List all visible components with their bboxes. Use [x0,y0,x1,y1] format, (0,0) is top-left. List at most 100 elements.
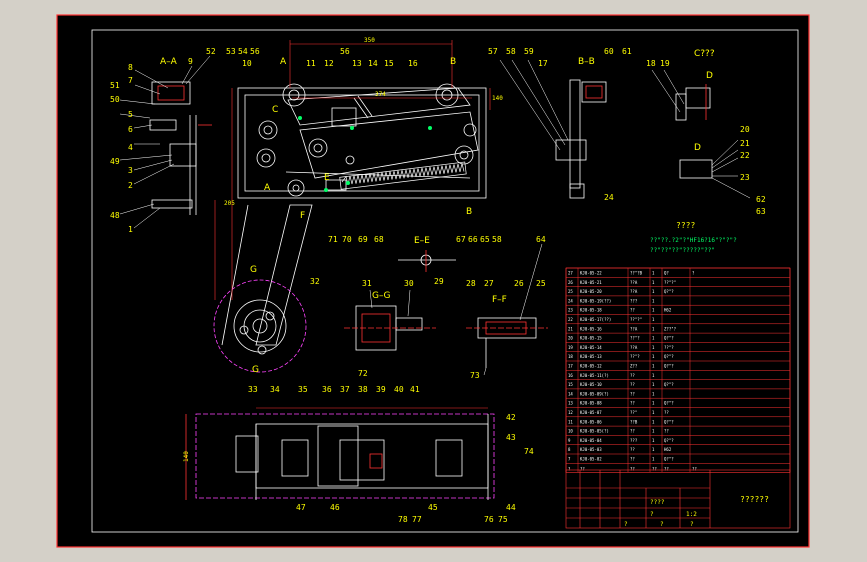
callouts: 8 7 51 50 5 6 4 49 3 2 48 1 52 9 53 54 5… [110,47,766,524]
bom-cell: H62 [664,308,672,313]
callout: 53 [226,47,236,56]
callout: 17 [538,59,548,68]
bom-cell: Q?"? [664,382,674,387]
section-g2: G [252,365,259,375]
view-title-aa: A–A [160,57,178,67]
bom-cell: KJ0-05-06 [580,419,602,424]
bom-cell: KJ0-05-04 [580,438,602,443]
bom-header-cell: ?? [664,466,669,471]
section-f: F [300,211,305,221]
bom-cell: H62 [664,447,672,452]
callout: 68 [374,235,384,244]
bom-cell: ??B [630,419,638,424]
callout: 64 [536,235,546,244]
bom-cell: 1 [652,401,655,406]
view-title-bb: B–B [578,57,595,67]
bom-header-cell: ?? [630,466,635,471]
callout: 30 [404,279,414,288]
view-title-ee: E–E [414,236,430,246]
bom-cell: 25 [568,289,573,294]
callout: 50 [110,95,120,104]
callout: 71 [328,235,338,244]
callout: 44 [506,503,516,512]
bom-cell: 16 [568,373,573,378]
bom-cell: 9 [568,438,571,443]
bom-cell: 1 [652,382,655,387]
bom-cell: Q?"? [664,336,674,341]
bom-cell: ??? [630,298,638,303]
inner-frame [91,29,799,533]
bom-cell: ??"?" [664,280,676,285]
dim-top: 350 [364,37,375,44]
bom-cell: 18 [568,354,573,359]
section-b: B [450,57,456,67]
callout: 73 [470,371,480,380]
section-e: E [324,173,330,183]
callout: 15 [384,59,394,68]
bom-cell: 1 [652,345,655,350]
bom-cell: KJ0-05-08 [580,401,602,406]
bom-cell: 1 [652,354,655,359]
bom-cell: Z?? [630,364,638,369]
bom-cell: Q?"? [664,289,674,294]
bom-cell: 27 [568,271,573,276]
section-g: G [250,265,257,275]
bom-cell: ?? [630,391,635,396]
view-aa [149,81,212,215]
callout: 43 [506,433,516,442]
title-mark: ? [650,511,654,518]
view-c [651,69,711,121]
dim-left: 205 [224,200,235,207]
bom-cell: 1 [652,429,655,434]
callout: 34 [270,385,280,394]
bom-cell: ??"? [630,354,640,359]
callout: 56 [250,47,260,56]
callout: 14 [368,59,378,68]
aa-leaders [119,55,211,229]
notes-line2: ??"??"??"?????"??" [650,247,715,254]
bom-cell: 1 [652,308,655,313]
callout: 19 [660,59,670,68]
callout: 72 [358,369,368,378]
bom-cell: 1 [652,298,655,303]
callout: 67 [456,235,466,244]
callout: 22 [740,151,750,160]
bom-cell: 1 [652,289,655,294]
callout: 36 [322,385,332,394]
view-title-c: C??? [694,49,715,59]
callout: 51 [110,81,120,90]
bom-cell: 23 [568,308,573,313]
callout: 12 [324,59,334,68]
callout: 20 [740,125,750,134]
title-block [565,469,791,529]
callout: 59 [524,47,534,56]
callout: 60 [604,47,614,56]
bom-cell: ?? [630,429,635,434]
bom-cell: Q?"? [664,457,674,462]
bom-cell: KJ0-05-13 [580,354,602,359]
bom-cell: 17 [568,364,573,369]
bom-cell: Q?"? [664,364,674,369]
callout: 46 [330,503,340,512]
callout: 65 [480,235,490,244]
bom-cell: 26 [568,280,573,285]
bom-cell: 14 [568,391,573,396]
bom-cell: KJ0-05-21 [580,280,602,285]
project-title: ?????? [740,495,769,504]
view-letter-d: D [706,71,713,81]
bom-cell: 1 [652,410,655,415]
bom-cell: KJ0-05-16 [580,326,602,331]
bom-cell: 1 [652,391,655,396]
callout: 56 [340,47,350,56]
bom-cell: 24 [568,298,573,303]
bom-cell: 22 [568,317,573,322]
bom-cell: ??" [630,410,637,415]
scale: 1:2 [686,511,697,518]
callout: 76 [484,515,494,524]
section-c: C [272,105,278,115]
bom-cell: ??A [630,280,638,285]
bom-cell: ??"? [664,345,674,350]
bom-cell: 1 [652,438,655,443]
